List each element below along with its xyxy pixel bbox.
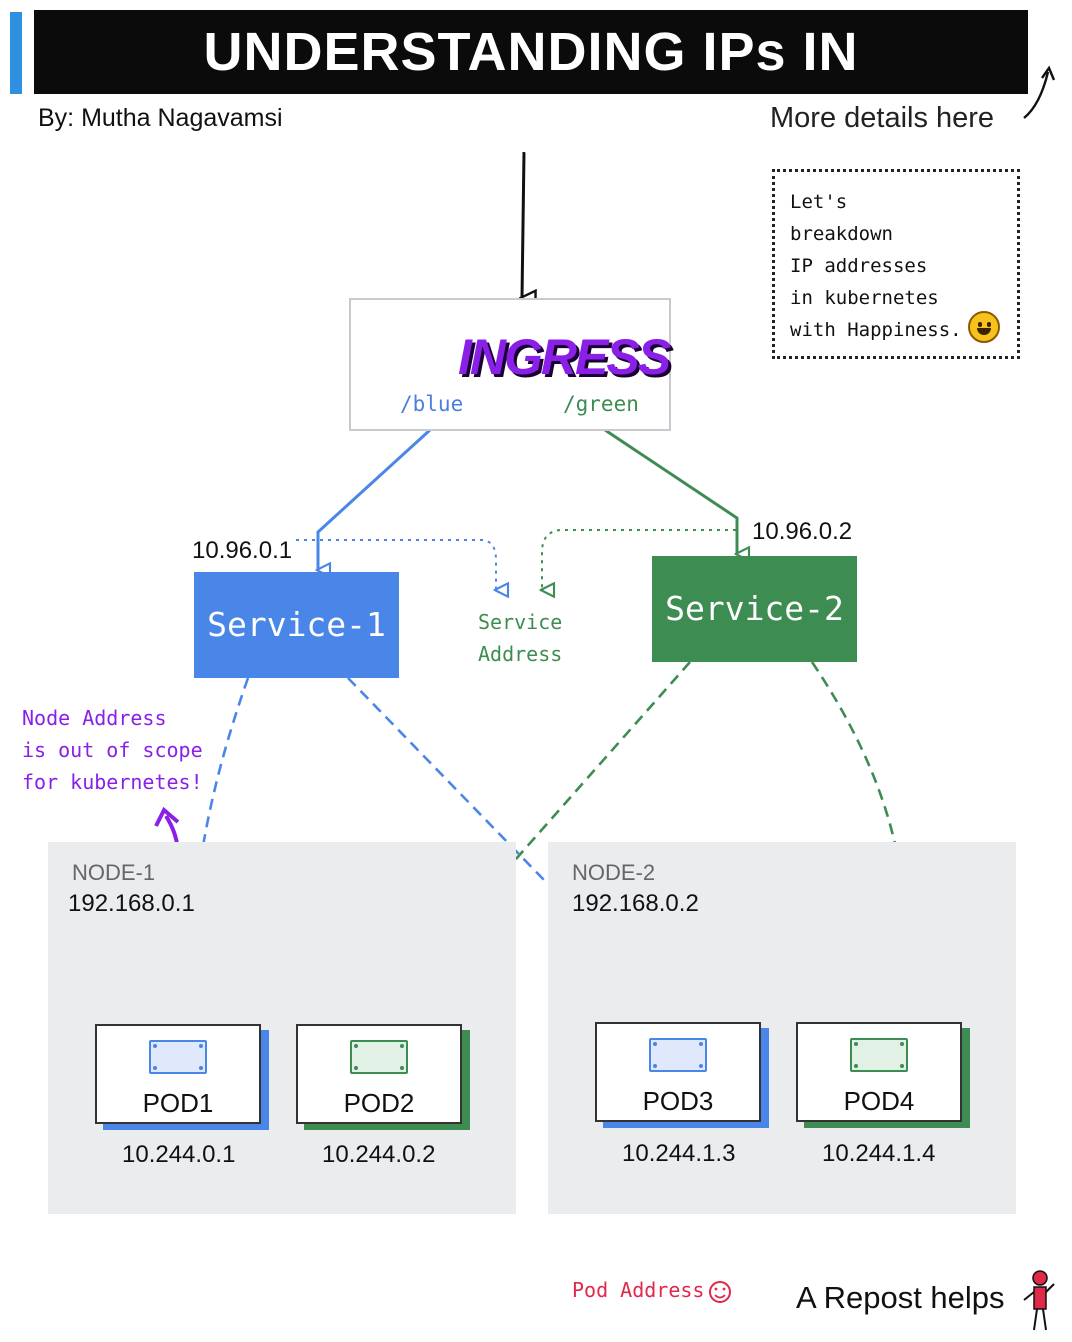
pod-4-name: POD4 [843, 1086, 915, 1116]
smiley-icon [968, 311, 1000, 343]
pod-1-ip: 10.244.0.1 [122, 1141, 236, 1168]
ingress-to-service-1-line [318, 428, 432, 570]
route-blue-label: /blue [400, 392, 464, 416]
service-2-address-pointer [542, 529, 736, 590]
node-address-annotation: Node Address is out of scope for kuberne… [22, 706, 203, 794]
pod-2-chip-icon [350, 1040, 408, 1074]
service-address-annotation: Service Address [478, 610, 563, 666]
service-1-ip: 10.96.0.1 [192, 537, 293, 564]
service-2-ip: 10.96.0.2 [752, 518, 853, 545]
ingress-to-service-2-line [604, 428, 737, 554]
pod-4-chip-icon [850, 1038, 908, 1072]
more-details-link[interactable]: More details here [770, 102, 995, 134]
repost-text: A Repost helps [796, 1280, 1005, 1315]
pod-2-ip: 10.244.0.2 [322, 1141, 436, 1168]
service-1-address-pointer [296, 539, 496, 590]
node-1-ip: 192.168.0.1 [68, 890, 195, 917]
node-2-name: NODE-2 [572, 860, 656, 885]
pod-address-annotation: Pod Address [572, 1278, 705, 1302]
more-details-arrow [1023, 71, 1050, 119]
incoming-traffic-arrow [522, 151, 524, 298]
route-green-label: /green [563, 392, 639, 416]
pod-3-chip-icon [649, 1038, 707, 1072]
pod-1-chip-icon [149, 1040, 207, 1074]
pod-1-name: POD1 [142, 1088, 214, 1118]
intro-note-text: Let's breakdown IP addresses in kubernet… [790, 191, 962, 341]
pod-2-name: POD2 [343, 1088, 415, 1118]
service-1-to-pod1-line [196, 677, 250, 1024]
node-2-ip: 192.168.0.2 [572, 890, 699, 917]
pod-3-ip: 10.244.1.3 [622, 1140, 736, 1167]
pod-address-smiley-icon [709, 1281, 731, 1303]
ingress-label: INGRESS [458, 329, 671, 385]
service-2-to-pod4-line [810, 661, 905, 1026]
page-title: UNDERSTANDING IPs IN KUBERNETES [34, 10, 1028, 166]
author-line: By: Mutha Nagavamsi [38, 104, 283, 132]
node-1-name: NODE-1 [72, 860, 156, 885]
stick-figure-icon [1023, 1270, 1055, 1331]
title-accent-bar [10, 12, 22, 94]
ingress-box [349, 298, 671, 431]
service-1-box: Service-1 [194, 572, 399, 678]
service-2-box: Service-2 [652, 556, 857, 662]
pod-4-ip: 10.244.1.4 [822, 1140, 936, 1167]
intro-note-box [772, 169, 1020, 359]
pod-3-name: POD3 [642, 1086, 714, 1116]
